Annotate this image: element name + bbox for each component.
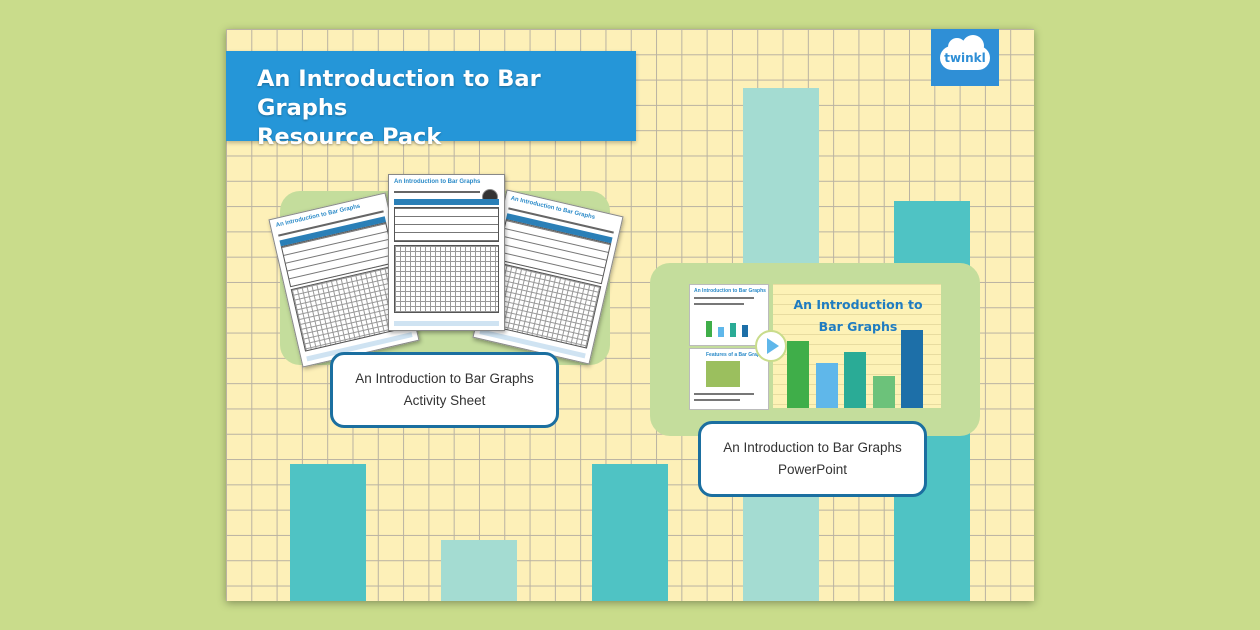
- powerpoint-preview: An Introduction to Bar Graphs Features o…: [689, 284, 941, 410]
- powerpoint-label-line-2: PowerPoint: [777, 462, 848, 477]
- twinkl-logo-icon: twinkl: [931, 29, 999, 86]
- sheet-text-line: [394, 191, 480, 193]
- powerpoint-label-line-1: An Introduction to Bar Graphs: [723, 440, 902, 455]
- mini-chart-bar: [718, 327, 724, 337]
- title-line-1: An Introduction to Bar Graphs: [257, 66, 541, 121]
- mini-chart-bar: [742, 325, 748, 337]
- slide-thumbnail-title: Features of a Bar Graph: [706, 352, 763, 358]
- sheet-table: [394, 207, 499, 242]
- slide-thumbnail-title: An Introduction to Bar Graphs: [694, 288, 766, 294]
- slide-thumbnail-2: Features of a Bar Graph: [689, 348, 769, 410]
- sheet-title: An Introduction to Bar Graphs: [394, 179, 481, 185]
- sheet-footer: [394, 321, 499, 326]
- slide-chart-bar: [901, 330, 923, 408]
- play-button[interactable]: [755, 330, 787, 362]
- slide-title: An Introduction to Bar Graphs: [783, 294, 933, 338]
- decorative-bar: [290, 464, 366, 601]
- slide-thumbnail-1: An Introduction to Bar Graphs: [689, 284, 769, 346]
- slide-chart-bar: [787, 341, 809, 408]
- slide-text-line: [694, 399, 740, 401]
- cloud-icon: twinkl: [940, 34, 990, 70]
- slide-title-line-1: An Introduction to: [793, 297, 923, 312]
- slide-title-line-2: Bar Graphs: [818, 319, 898, 334]
- title-line-2: Resource Pack: [257, 124, 442, 150]
- slide-bar-chart: [787, 328, 923, 408]
- activity-sheet-label[interactable]: An Introduction to Bar Graphs Activity S…: [330, 352, 559, 428]
- decorative-bar: [441, 540, 517, 601]
- sheet-graph-grid: [394, 245, 499, 313]
- mini-chart-bar: [706, 361, 740, 387]
- slide-text-line: [694, 297, 754, 299]
- activity-sheet-label-line-2: Activity Sheet: [403, 393, 486, 408]
- slide-chart-bar: [815, 363, 838, 408]
- main-slide-preview: An Introduction to Bar Graphs: [773, 284, 941, 408]
- play-icon: [767, 338, 779, 354]
- mini-chart-bar: [730, 323, 736, 337]
- slide-chart-bar: [844, 352, 866, 408]
- powerpoint-label[interactable]: An Introduction to Bar Graphs PowerPoint: [698, 421, 927, 497]
- activity-sheet-preview-center: An Introduction to Bar Graphs: [388, 174, 505, 331]
- slide-chart-bar: [872, 376, 895, 408]
- mini-chart-bar: [706, 321, 712, 337]
- activity-sheet-label-line-1: An Introduction to Bar Graphs: [355, 371, 534, 386]
- logo-text: twinkl: [944, 50, 986, 65]
- slide-text-line: [694, 393, 754, 395]
- decorative-bar: [592, 464, 668, 601]
- sheet-table-header: [394, 199, 499, 205]
- slide-text-line: [694, 303, 744, 305]
